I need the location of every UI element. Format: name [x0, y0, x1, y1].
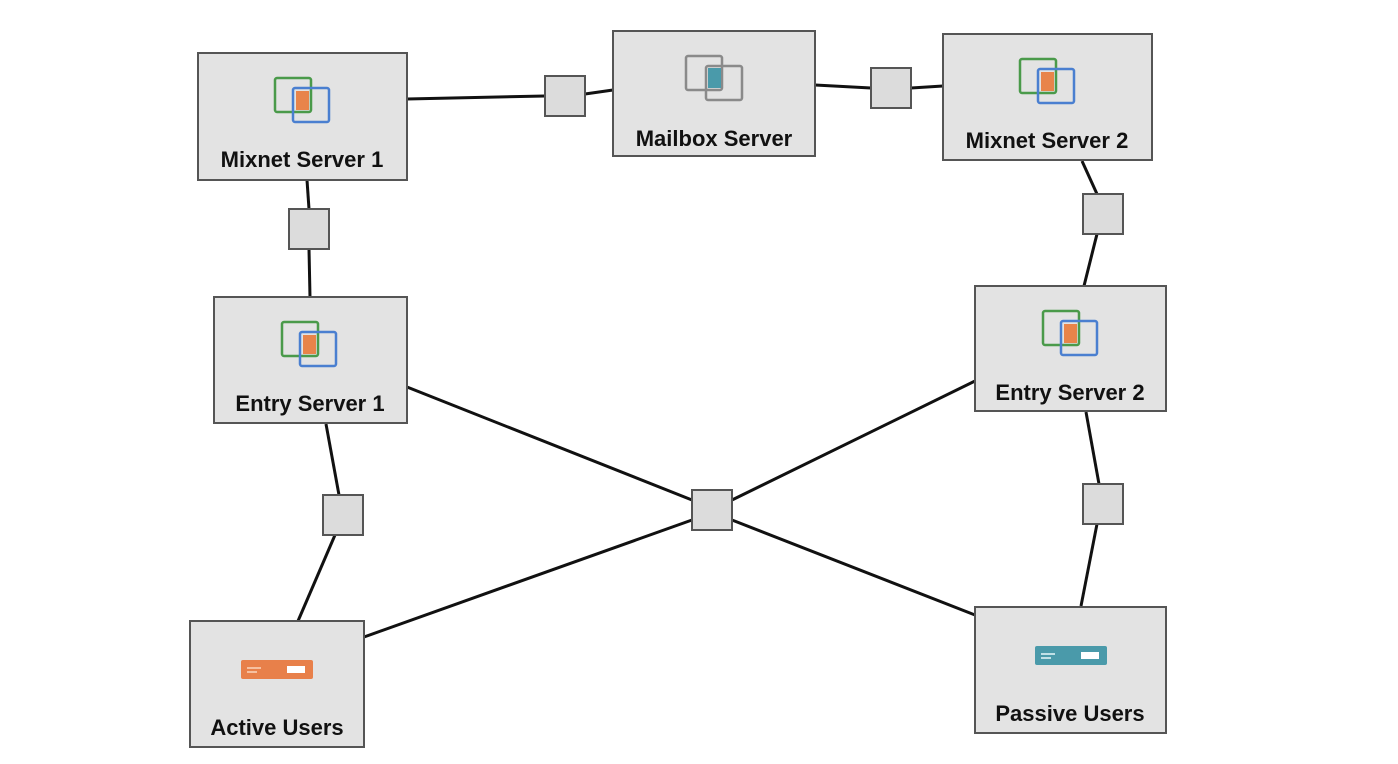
node-box	[974, 285, 1167, 412]
mailbox-windows-icon	[684, 54, 744, 102]
link-entry1-active-a	[324, 423, 341, 496]
link-active-center	[363, 518, 693, 639]
node-label: Mixnet Server 2	[966, 128, 1129, 153]
link-entry2-center	[731, 379, 976, 502]
link-mixnet1-entry1-a	[305, 179, 311, 210]
node-passive-users[interactable]: Passive Users	[974, 606, 1167, 734]
node-entry-server-1[interactable]: Entry Server 1	[213, 296, 408, 424]
connector-mailbox-mixnet2[interactable]	[870, 67, 912, 109]
server-windows-icon	[280, 320, 338, 368]
link-mixnet1-entry1-b	[307, 248, 312, 298]
node-mixnet-server-2[interactable]: Mixnet Server 2	[942, 33, 1153, 161]
connector-mixnet1-entry1[interactable]	[288, 208, 330, 250]
link-passive-center	[731, 518, 976, 617]
link-entry1-active-b	[296, 534, 337, 622]
connector-entry1-active[interactable]	[322, 494, 364, 536]
node-box	[612, 30, 816, 157]
link-mixnet2-entry2-b	[1082, 233, 1099, 287]
server-windows-icon	[1018, 57, 1076, 105]
device-bar-icon	[241, 660, 313, 679]
node-label: Entry Server 2	[995, 380, 1144, 405]
link-mixnet1-mailbox-b	[584, 88, 614, 96]
node-label: Entry Server 1	[235, 391, 384, 416]
link-mailbox-mixnet2-a	[814, 83, 872, 90]
node-label: Mailbox Server	[636, 126, 793, 151]
node-entry-server-2[interactable]: Entry Server 2	[974, 285, 1167, 412]
connectors	[288, 67, 1124, 536]
device-bar-icon	[1035, 646, 1107, 665]
node-box	[942, 33, 1153, 161]
connector-mixnet1-mailbox[interactable]	[544, 75, 586, 117]
links	[296, 83, 1101, 639]
link-entry2-passive-a	[1084, 411, 1101, 485]
node-box	[189, 620, 365, 748]
node-box	[213, 296, 408, 424]
link-entry2-passive-b	[1079, 523, 1099, 607]
link-mailbox-mixnet2-b	[910, 84, 944, 90]
link-entry1-center	[406, 385, 693, 502]
node-label: Mixnet Server 1	[221, 147, 384, 172]
link-mixnet1-mailbox-a	[406, 94, 546, 101]
node-label: Passive Users	[995, 701, 1144, 726]
server-windows-icon	[1041, 309, 1099, 357]
node-mailbox-server[interactable]: Mailbox Server	[612, 30, 816, 157]
connector-center[interactable]	[691, 489, 733, 531]
node-mixnet-server-1[interactable]: Mixnet Server 1	[197, 52, 408, 181]
node-box	[974, 606, 1167, 734]
node-active-users[interactable]: Active Users	[189, 620, 365, 748]
connector-entry2-passive[interactable]	[1082, 483, 1124, 525]
connector-mixnet2-entry2[interactable]	[1082, 193, 1124, 235]
node-label: Active Users	[210, 715, 343, 740]
node-box	[197, 52, 408, 181]
link-mixnet2-entry2-a	[1080, 160, 1099, 195]
server-windows-icon	[273, 76, 331, 124]
